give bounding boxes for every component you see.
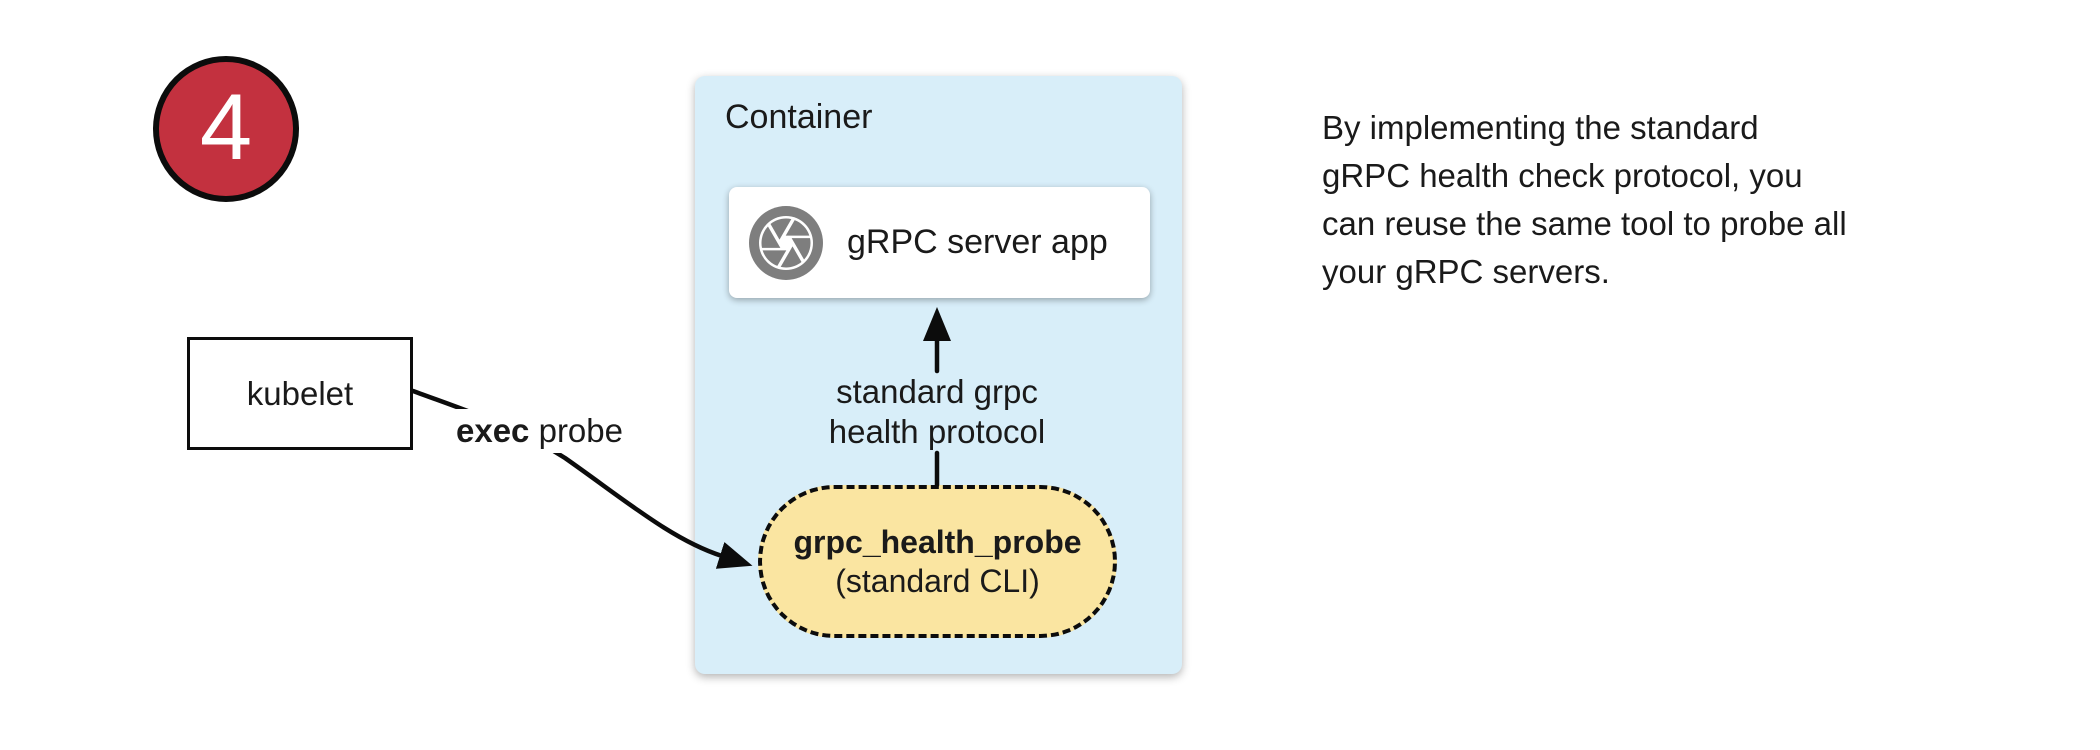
container-panel: Container gRPC server app standard grpc …	[695, 76, 1182, 674]
exec-probe-label-bold: exec	[456, 412, 530, 449]
step-number: 4	[199, 74, 253, 179]
grpc-server-app-node: gRPC server app	[729, 187, 1150, 298]
kubelet-node: kubelet	[187, 337, 413, 450]
grpc-health-probe-name: grpc_health_probe	[793, 523, 1082, 560]
note-paragraph: By implementing the standard gRPC health…	[1322, 109, 1847, 290]
aperture-icon	[749, 205, 823, 280]
step-number-badge: 4	[153, 56, 299, 202]
grpc-health-probe-node: grpc_health_probe (standard CLI)	[758, 485, 1117, 638]
grpc-health-probe-subtitle: (standard CLI)	[835, 562, 1040, 599]
health-protocol-label: standard grpc health protocol	[828, 373, 1046, 450]
container-title: Container	[725, 98, 873, 136]
grpc-server-app-label: gRPC server app	[847, 223, 1108, 261]
exec-probe-label: exec probe	[448, 409, 631, 453]
kubelet-label: kubelet	[246, 374, 354, 412]
exec-probe-label-rest: probe	[529, 412, 623, 449]
